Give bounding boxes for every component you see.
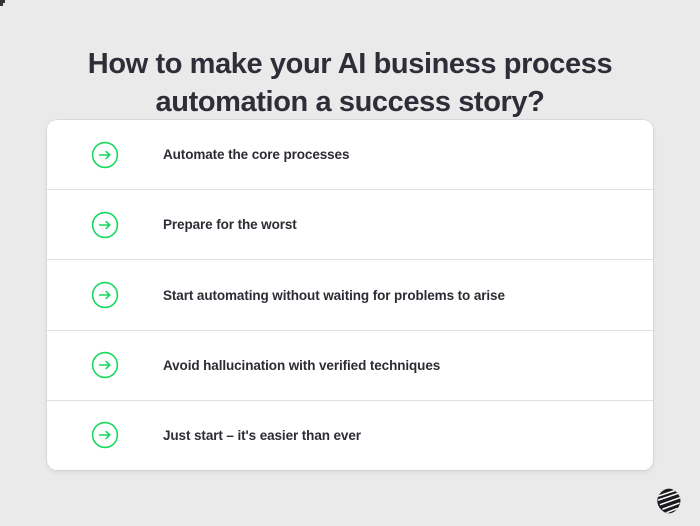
list-item-label: Automate the core processes [163,147,350,163]
page-title: How to make your AI business process aut… [87,48,613,119]
list-item[interactable]: Prepare for the worst [47,189,653,260]
arrow-right-circle-icon [47,211,163,239]
list-item[interactable]: Avoid hallucination with verified techni… [47,329,653,400]
corner-artifact [0,0,5,6]
arrow-right-circle-icon [47,141,163,169]
list-item-label: Just start – it's easier than ever [163,427,361,443]
list-item[interactable]: Automate the core processes [47,120,653,190]
list-item-label: Prepare for the worst [163,217,297,233]
arrow-right-circle-icon [47,281,163,309]
list-item[interactable]: Just start – it's easier than ever [47,399,653,470]
company-logo-icon [655,487,683,515]
list-item[interactable]: Start automating without waiting for pro… [47,259,653,330]
list-item-label: Start automating without waiting for pro… [163,287,505,303]
list-item-label: Avoid hallucination with verified techni… [163,357,441,373]
arrow-right-circle-icon [47,351,163,379]
checklist-card: Automate the core processes Prepare for … [47,120,653,470]
arrow-right-circle-icon [47,421,163,449]
